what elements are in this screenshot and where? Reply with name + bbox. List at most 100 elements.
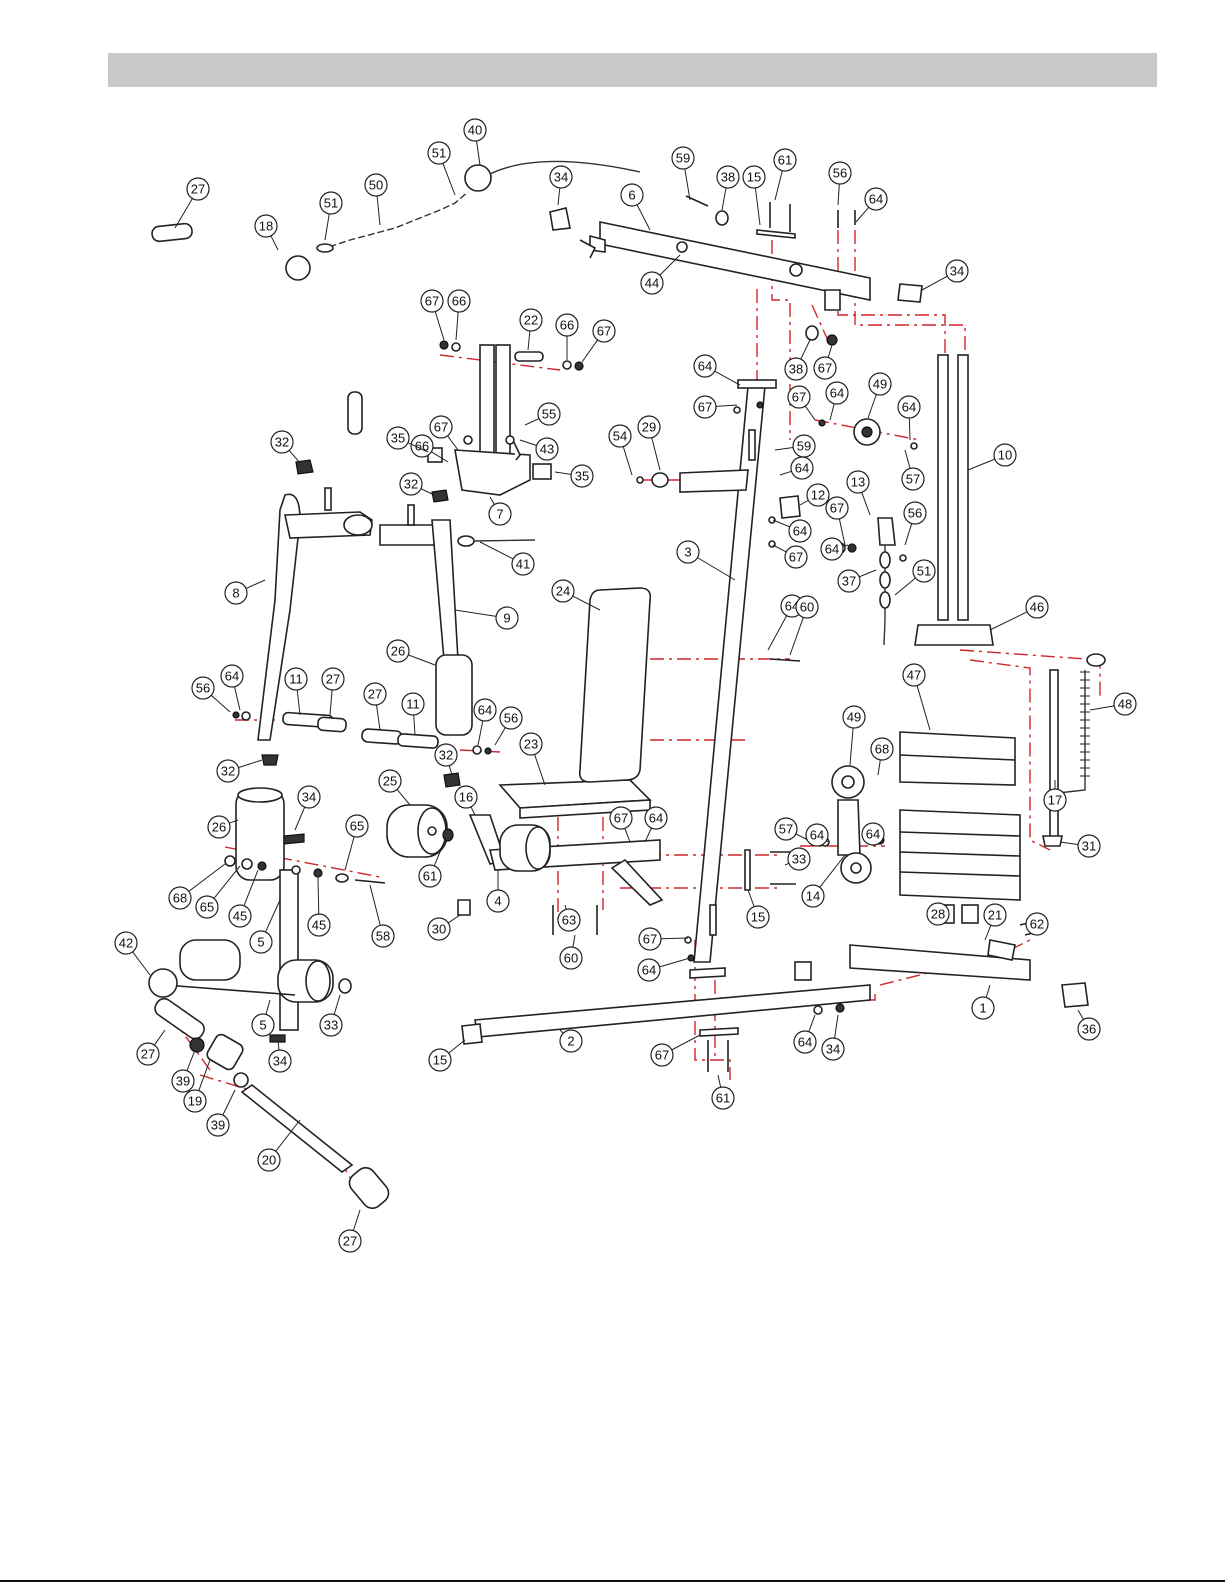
part-callout: 61 (773, 148, 797, 201)
callout-number: 27 (343, 1234, 357, 1249)
callout-bubble (251, 1013, 275, 1037)
callout-leader-line (265, 999, 271, 1015)
callout-number: 64 (866, 827, 880, 842)
part-callout: 66 (555, 313, 579, 360)
callout-number: 30 (432, 922, 446, 937)
part-callout: 64 (805, 823, 829, 847)
callout-bubble (983, 903, 1007, 927)
page-bottom-rule (0, 1580, 1225, 1582)
callout-bubble (284, 667, 308, 691)
callout-bubble (345, 814, 369, 838)
callout-bubble (171, 1069, 195, 1093)
callout-number: 64 (698, 359, 712, 374)
callout-leader-line (420, 488, 433, 495)
callout-number: 22 (524, 313, 538, 328)
part-callout: 64 (855, 187, 888, 223)
part-callout: 67 (813, 344, 837, 380)
part-callout: 56 (494, 706, 523, 746)
callout-leader-line (559, 1029, 564, 1034)
callout-bubble (640, 271, 664, 295)
callout-leader-line (186, 1049, 196, 1071)
part-callout: 63 (557, 904, 581, 932)
callout-bubble (559, 946, 583, 970)
callout-leader-line (275, 1119, 301, 1152)
callout-bubble (693, 354, 717, 378)
callout-number: 65 (350, 819, 364, 834)
callout-leader-line (434, 311, 445, 341)
callout-number: 68 (875, 742, 889, 757)
callout-number: 64 (785, 599, 799, 614)
callout-bubble (861, 822, 885, 846)
callout-number: 66 (415, 439, 429, 454)
callout-leader-line (877, 759, 881, 776)
callout-leader-line (234, 686, 241, 711)
part-callout: 16 (454, 785, 478, 816)
callout-number: 64 (798, 1035, 812, 1050)
callout-bubble (773, 148, 797, 172)
callout-leader-line (684, 168, 691, 201)
callout-bubble (742, 165, 766, 189)
callout-bubble (609, 806, 633, 830)
callout-number: 45 (233, 909, 247, 924)
callout-bubble (837, 569, 861, 593)
callout-number: 67 (698, 400, 712, 415)
callout-number: 18 (259, 219, 273, 234)
callout-number: 65 (200, 900, 214, 915)
callout-leader-line (819, 854, 846, 888)
part-callout: 32 (270, 430, 301, 464)
callout-bubble (486, 889, 510, 913)
callout-bubble (364, 173, 388, 197)
callout-leader-line (210, 694, 231, 713)
callout-number: 57 (779, 822, 793, 837)
callout-bubble (864, 187, 888, 211)
callout-leader-line (277, 1039, 280, 1051)
callout-number: 57 (906, 472, 920, 487)
part-callout: 65 (195, 865, 241, 919)
callout-bubble (638, 927, 662, 951)
callout-number: 9 (503, 611, 510, 626)
callout-number: 67 (818, 361, 832, 376)
callout-bubble (363, 682, 387, 706)
callout-bubble (186, 177, 210, 201)
callout-number: 67 (597, 324, 611, 339)
part-callout: 36 (1077, 1009, 1101, 1041)
callout-bubble (693, 395, 717, 419)
callout-leader-line (238, 759, 263, 769)
callout-leader-line (572, 934, 576, 948)
part-callout: 50 (364, 173, 388, 226)
part-callout: 55 (524, 402, 561, 426)
part-callout: 68 (168, 863, 226, 910)
part-callout: 44 (640, 254, 681, 295)
callout-number: 8 (232, 586, 239, 601)
callout-bubble (454, 785, 478, 809)
part-callout: 3 (676, 540, 736, 581)
callout-leader-line (479, 541, 514, 560)
callout-bubble (488, 502, 512, 526)
part-callout: 23 (519, 732, 546, 786)
callout-number: 39 (211, 1118, 225, 1133)
callout-bubble (401, 692, 425, 716)
callout-bubble (427, 141, 451, 165)
callout-number: 68 (173, 891, 187, 906)
callout-bubble (136, 1042, 160, 1066)
callout-leader-line (799, 499, 809, 506)
callout-leader-line (861, 492, 871, 516)
callout-bubble (592, 319, 616, 343)
callout-leader-line (265, 899, 281, 933)
callout-number: 11 (406, 697, 420, 712)
part-callout: 38 (784, 339, 811, 381)
part-callout: 7 (488, 496, 512, 526)
callout-number: 67 (425, 294, 439, 309)
callout-leader-line (659, 957, 691, 968)
callout-bubble (828, 161, 852, 185)
part-callout: 32 (434, 743, 458, 776)
callout-bubble (1043, 788, 1067, 812)
callout-number: 25 (383, 774, 397, 789)
callout-leader-line (985, 984, 991, 998)
part-callout: 68 (870, 737, 894, 776)
callout-number: 15 (747, 170, 761, 185)
callout-leader-line (243, 869, 259, 906)
callout-number: 47 (907, 668, 921, 683)
callout-number: 36 (1082, 1022, 1096, 1037)
